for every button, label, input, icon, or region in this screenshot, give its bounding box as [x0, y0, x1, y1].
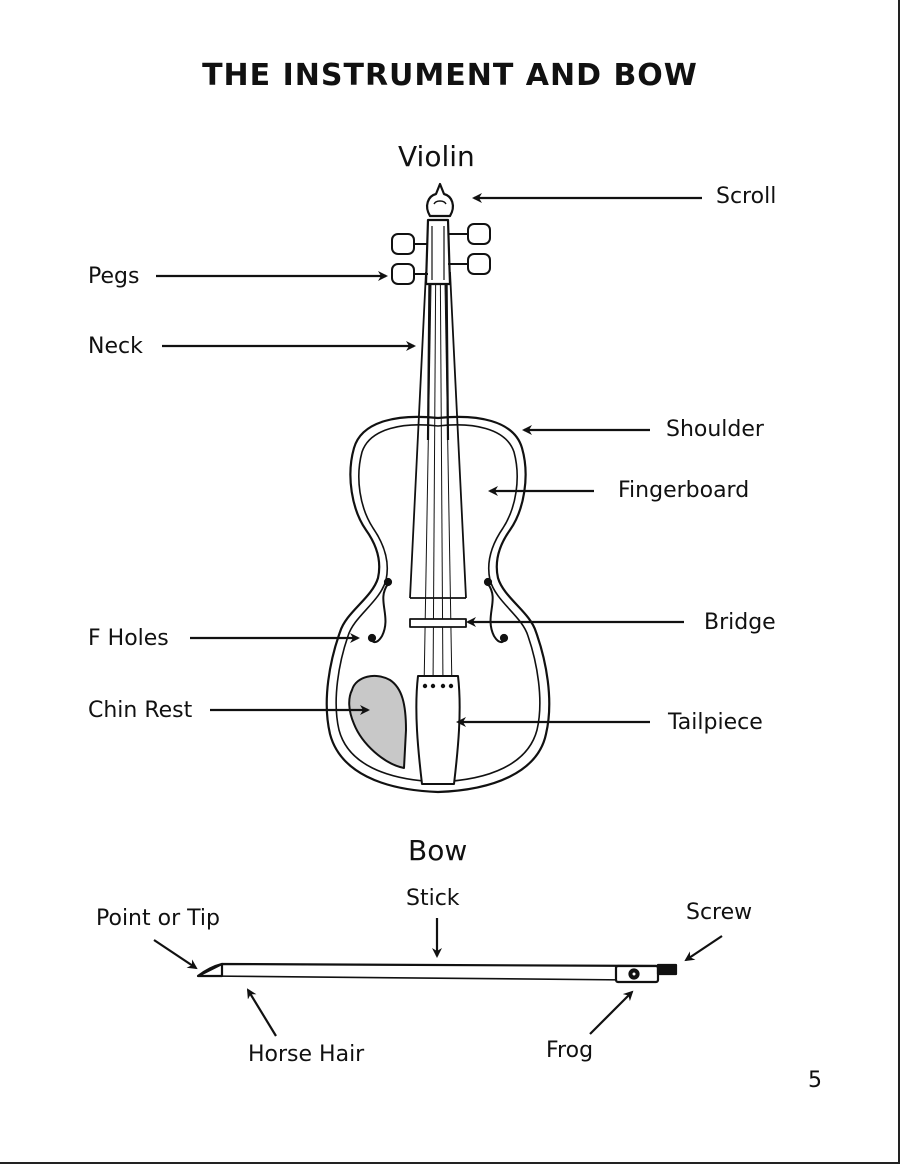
label-pegs: Pegs	[88, 264, 140, 289]
violin-bridge	[409, 618, 467, 628]
arrow-screw	[684, 935, 723, 962]
violin-body-outline	[325, 415, 551, 794]
bow-tip	[196, 962, 224, 978]
arrow-point-or-tip	[153, 939, 198, 970]
tailpiece-holes	[422, 683, 454, 689]
label-stick: Stick	[406, 886, 460, 911]
chin-rest	[348, 674, 407, 769]
label-horse-hair: Horse Hair	[248, 1042, 365, 1067]
strings	[423, 225, 453, 691]
label-f-holes: F Holes	[88, 626, 169, 651]
pegbox	[424, 218, 452, 286]
arrow-frog	[589, 990, 634, 1035]
page-number: 5	[808, 1068, 822, 1093]
label-neck: Neck	[88, 334, 143, 359]
bow-illustration	[196, 962, 678, 984]
label-screw: Screw	[686, 900, 753, 925]
violin-heading: Violin	[398, 140, 475, 173]
tailpiece	[415, 675, 461, 785]
pegs	[391, 223, 491, 285]
page-title: THE INSTRUMENT AND BOW	[202, 58, 698, 93]
label-scroll: Scroll	[716, 184, 777, 209]
label-fingerboard: Fingerboard	[618, 478, 750, 503]
violin-illustration	[325, 182, 551, 794]
label-frog: Frog	[546, 1038, 594, 1063]
bow-stick	[197, 962, 661, 977]
scroll	[426, 182, 454, 218]
label-point-or-tip: Point or Tip	[96, 906, 220, 931]
label-tailpiece: Tailpiece	[668, 710, 763, 735]
label-chin-rest: Chin Rest	[88, 698, 193, 723]
label-bridge: Bridge	[704, 610, 776, 635]
fingerboard	[409, 271, 467, 599]
bow-heading: Bow	[408, 834, 468, 867]
bow-screw	[656, 963, 678, 976]
label-shoulder: Shoulder	[666, 417, 764, 442]
bow-hair	[205, 975, 633, 981]
arrow-horse-hair	[246, 988, 277, 1037]
